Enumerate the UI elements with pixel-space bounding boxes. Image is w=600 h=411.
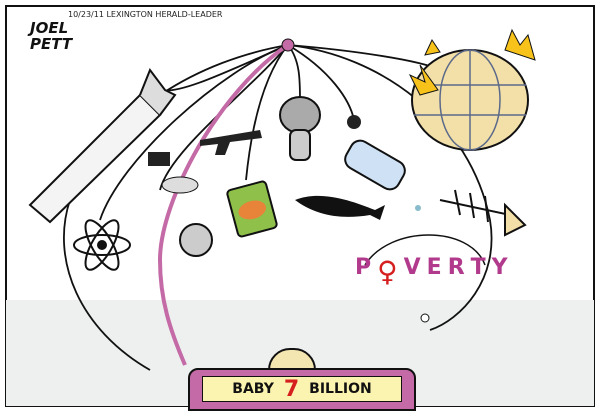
atom-icon: [73, 219, 131, 271]
fish-skeleton-icon: [439, 189, 527, 237]
poverty-letter: P: [355, 255, 372, 280]
virus-icon: [347, 115, 361, 129]
crib-label-number: 7: [283, 376, 300, 402]
bottle-icon: [344, 139, 421, 211]
saw-blade-icon: [179, 223, 213, 257]
crib-label-billion: BILLION: [309, 381, 372, 397]
dateline: 10/23/11 LEXINGTON HERALD-LEADER: [68, 10, 223, 19]
food-can-icon: [226, 180, 278, 238]
missile-icon: [28, 67, 177, 224]
camera-icon: [148, 152, 170, 166]
poverty-mobile-arc: [364, 234, 486, 266]
poverty-letter: Y: [491, 255, 508, 280]
poverty-letter: ♀: [377, 255, 398, 288]
crib: BABY 7 BILLION: [188, 368, 416, 411]
poverty-letter: V: [403, 255, 421, 280]
poverty-letter: R: [447, 255, 465, 280]
burning-globe-icon: [408, 28, 536, 151]
poverty-letter: T: [470, 255, 486, 280]
mobile-hub: [281, 38, 295, 52]
bomb-icon: [295, 195, 385, 220]
poverty-word: P ♀ V E R T Y: [355, 255, 508, 288]
rifle-icon: [200, 130, 262, 155]
crib-pole: [157, 43, 290, 366]
crib-label-baby: BABY: [232, 381, 274, 397]
crib-label-panel: BABY 7 BILLION: [202, 376, 402, 402]
gas-mask-icon: [279, 96, 321, 161]
artist-signature: JOEL PETT: [30, 19, 73, 53]
poverty-letter: E: [426, 255, 442, 280]
poverty-hook: [420, 313, 430, 323]
fish-icon: [161, 176, 199, 194]
